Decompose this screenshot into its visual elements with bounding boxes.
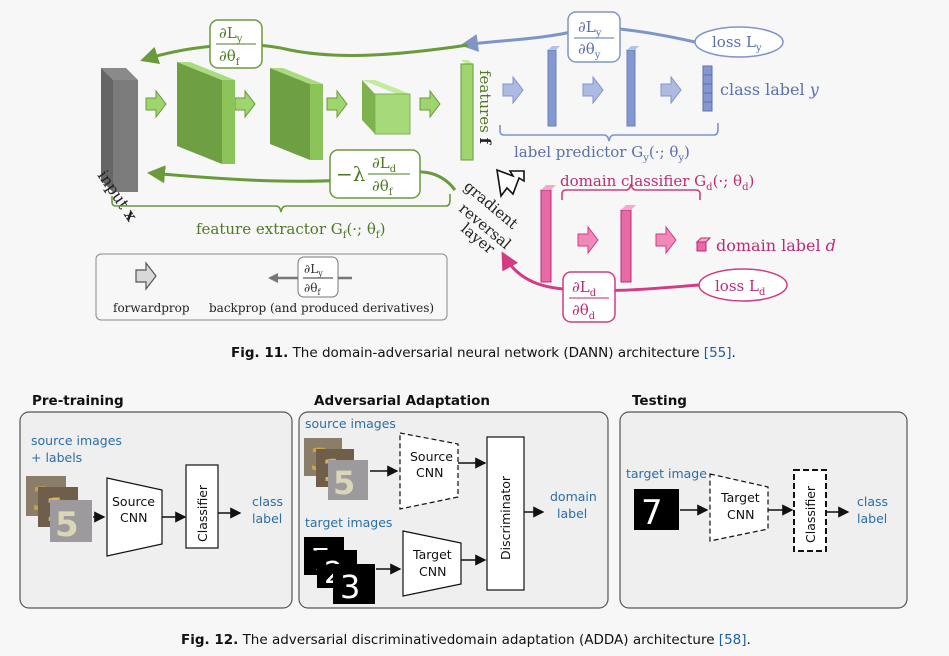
fig11-caption: Fig. 11. The domain-adversarial neural n… (231, 345, 736, 361)
fig12-ref-link[interactable]: [58] (718, 632, 747, 648)
class-output (702, 65, 713, 112)
forward-arrows-green (145, 89, 441, 119)
svg-text:CNN: CNN (419, 564, 446, 579)
svg-text:+ labels: + labels (31, 450, 82, 465)
svg-text:∂Ly: ∂Ly (578, 18, 602, 39)
svg-text:∂θd: ∂θd (572, 301, 596, 322)
target-digit-images: 7 2 3 (304, 537, 375, 606)
svg-text:Source: Source (112, 494, 155, 509)
feature-extractor-label: feature extractor Gf(·; θf) (196, 220, 385, 241)
svg-text:CNN: CNN (120, 510, 147, 525)
svg-text:∂Ld: ∂Ld (572, 278, 597, 299)
svg-text:source images: source images (305, 416, 396, 431)
svg-text:∂θy: ∂θy (578, 40, 601, 61)
target-test-image (634, 489, 679, 530)
svg-text:Target: Target (720, 490, 760, 505)
svg-text:CNN: CNN (727, 507, 754, 522)
loss-d-label: loss Ld (715, 277, 766, 298)
source-cnn-frozen (399, 432, 459, 510)
label-predictor-label: label predictor Gy(·; θy) (514, 143, 690, 164)
source-digit-images-2: 3 1 5 (304, 438, 368, 502)
grad-d-box: ∂Ld ∂θd (562, 271, 616, 323)
legend-forward-label: forwardprop (113, 301, 190, 315)
grad-y-pred-box: ∂Ly ∂θy (567, 11, 621, 63)
conv-block-2 (270, 68, 323, 160)
svg-text:target image: target image (626, 466, 707, 481)
target-cnn-frozen (709, 473, 769, 542)
svg-text:Classifier: Classifier (195, 484, 210, 542)
conv-block-1 (177, 62, 235, 164)
svg-text:Pre-training: Pre-training (32, 393, 124, 409)
classifier-box-1 (185, 464, 219, 549)
domain-layer-1 (540, 185, 556, 283)
panel-adversarial: Adversarial Adaptation source images 3 1… (298, 393, 609, 609)
svg-text:3: 3 (340, 568, 360, 606)
predictor-layer-2 (626, 46, 639, 127)
target-cnn-trapezoid (402, 530, 462, 597)
backprop-arrow-green-top (140, 43, 469, 65)
domain-classifier-brace (561, 183, 701, 200)
legend-box: forwardprop ∂Ly ∂θf backprop (and produc… (95, 253, 448, 321)
loss-y-label: loss Ly (712, 33, 762, 54)
svg-text:class: class (857, 494, 888, 509)
svg-text:domain: domain (550, 489, 597, 504)
discriminator-box (486, 436, 525, 591)
domain-output (695, 237, 712, 252)
class-label: class label y (720, 80, 820, 99)
feature-extractor-brace (111, 194, 451, 213)
domain-classifier-label: domain classifier Gd(·; θd) (560, 172, 754, 193)
svg-text:Discriminator: Discriminator (498, 475, 513, 560)
svg-text:∂θf: ∂θf (219, 47, 241, 68)
fig11-ref-link[interactable]: [55] (703, 345, 732, 361)
svg-text:Testing: Testing (632, 393, 687, 409)
domain-layer-2 (620, 205, 636, 283)
svg-text:label: label (857, 511, 887, 526)
svg-text:Target: Target (412, 547, 452, 562)
panel-pretraining: Pre-training source images + labels 3 1 … (19, 393, 293, 609)
svg-text:∂Ld: ∂Ld (372, 154, 397, 175)
svg-text:features f: features f (476, 70, 494, 146)
features-label: features f (476, 70, 494, 146)
svg-text:source images: source images (31, 433, 122, 448)
svg-text:−λ: −λ (336, 162, 366, 186)
classifier-box-frozen (793, 469, 827, 552)
legend-forward-icon (135, 261, 157, 291)
svg-text:label: label (557, 506, 587, 521)
svg-text:5: 5 (333, 464, 355, 502)
svg-text:∂θf: ∂θf (304, 281, 321, 297)
svg-text:class: class (252, 494, 283, 509)
domain-label: domain label d (716, 236, 836, 255)
forward-arrows-pink (577, 225, 677, 255)
svg-text:∂θf: ∂θf (372, 177, 394, 198)
fig12-caption: Fig. 12. The adversarial discriminatived… (181, 632, 751, 648)
predictor-layer-1 (547, 46, 560, 127)
input-block (101, 68, 138, 192)
svg-text:∂Ly: ∂Ly (304, 262, 323, 278)
grad-y-box: ∂Ly ∂θf (209, 19, 263, 69)
grl-arrow (496, 168, 525, 199)
svg-text:Adversarial Adaptation: Adversarial Adaptation (314, 393, 490, 409)
panel-testing: Testing target image 7 Target CNN Classi… (619, 393, 908, 609)
svg-text:Source: Source (410, 449, 453, 464)
svg-text:∂Ly: ∂Ly (219, 24, 243, 45)
svg-text:7: 7 (641, 493, 663, 533)
forward-arrows-blue (502, 75, 682, 105)
svg-text:5: 5 (55, 505, 79, 545)
svg-text:CNN: CNN (416, 465, 443, 480)
conv-block-3 (362, 80, 411, 135)
svg-text:label: label (252, 511, 282, 526)
source-cnn-trapezoid (106, 477, 163, 557)
svg-text:target images: target images (305, 515, 392, 530)
grad-rev-box: −λ ∂Ld ∂θf (329, 149, 421, 199)
features-block (460, 60, 474, 161)
legend-backprop-label: backprop (and produced derivatives) (209, 301, 434, 315)
source-digit-images: 3 1 5 (26, 476, 92, 545)
label-predictor-brace (499, 123, 719, 142)
svg-text:Classifier: Classifier (803, 485, 818, 543)
